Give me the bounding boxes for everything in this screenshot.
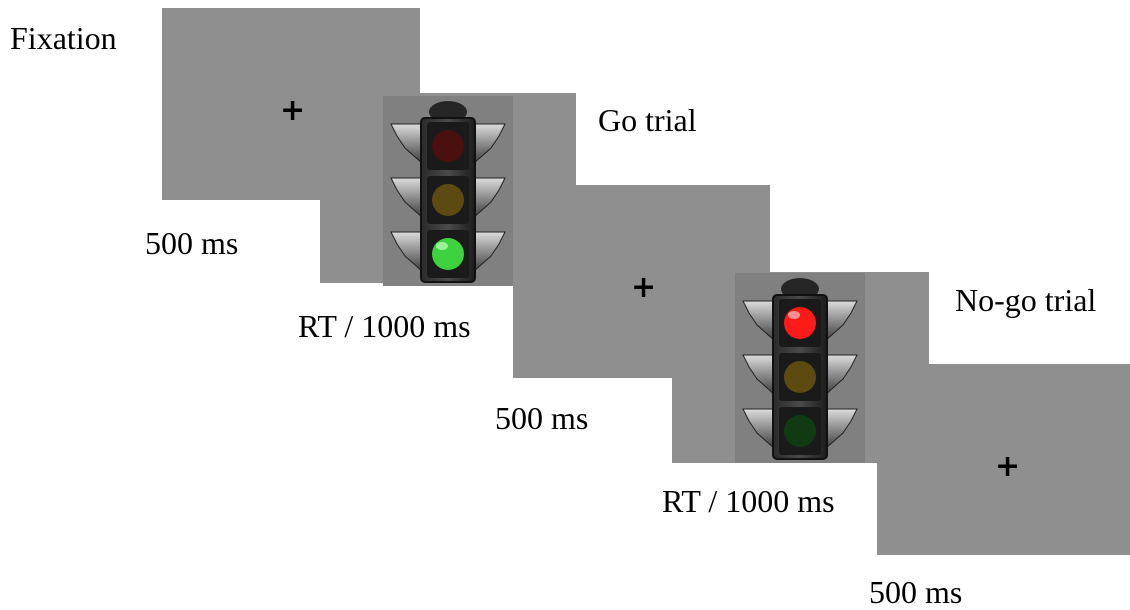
go-trial-label: Go trial [598, 102, 697, 138]
fixation-3-duration: 500 ms [869, 574, 963, 610]
nogo-traffic-light-icon [735, 273, 865, 463]
nogo-trial-label: No-go trial [955, 282, 1097, 318]
go-response-window: RT / 1000 ms [298, 308, 471, 344]
go-green-lamp [432, 238, 464, 270]
fixation-1-duration: 500 ms [145, 225, 239, 261]
nogo-red-lamp [784, 307, 816, 339]
nogo-response-window: RT / 1000 ms [662, 483, 835, 519]
fixation-cross-2: + [631, 270, 657, 305]
nogo-green-lamp [784, 415, 816, 447]
go-red-lamp [432, 130, 464, 162]
fixation-cross-1: + [280, 93, 306, 128]
nogo-amber-lamp [784, 361, 816, 393]
fixation-screen-3 [877, 364, 1130, 555]
fixation-cross-3: + [995, 449, 1021, 484]
go-amber-lamp [432, 184, 464, 216]
fixation-label: Fixation [10, 20, 117, 56]
go-traffic-light-icon [383, 96, 513, 286]
fixation-2-duration: 500 ms [495, 400, 589, 436]
